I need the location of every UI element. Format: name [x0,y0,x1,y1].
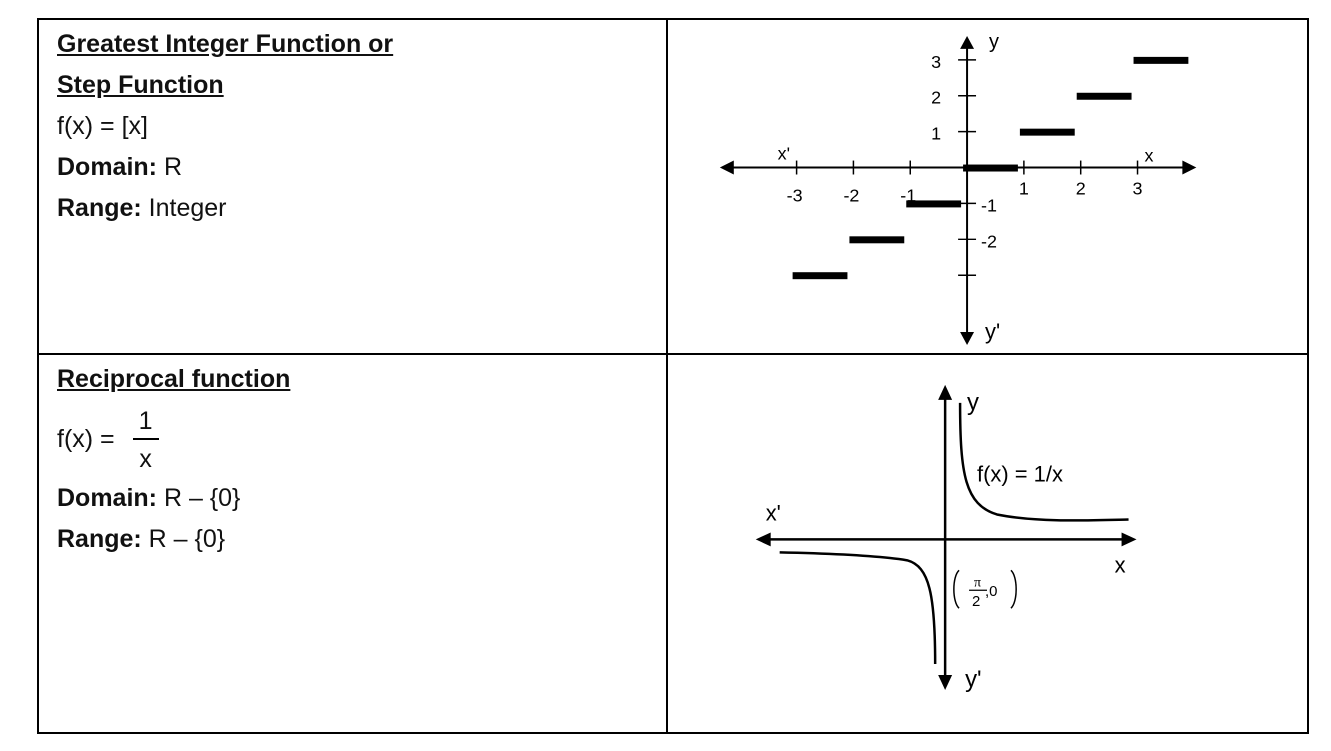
reciprocal-function-text-cell: Reciprocal function f(x) = 1 x Domain: R… [37,352,668,734]
reciprocal-formula-prefix: f(x) = [57,425,115,454]
x-axis-left-arrow-icon [719,160,734,175]
x-axis-right-arrow-icon [1182,160,1197,175]
reciprocal-fraction: 1 x [132,406,159,474]
reciprocal-function-graph: y y' x x' f(x) = 1/x π 2 ,0 [755,384,1137,693]
recip-point-left-paren [953,569,960,609]
recip-curve-negative-branch [779,551,937,664]
reciprocal-fraction-numerator: 1 [132,406,159,440]
row-step-function: Greatest Integer Function or Step Functi… [37,18,1309,355]
step-segment [1019,128,1075,136]
reciprocal-formula: f(x) = 1 x [57,404,666,476]
reciprocal-range: Range: R – {0} [57,519,666,560]
step-segment [963,164,1018,172]
recip-axis-y-neg-label: y' [965,666,982,693]
recip-x-right-arrow-icon [1121,532,1137,547]
recip-y-up-arrow-icon [938,384,953,400]
recip-point-suffix: ,0 [985,583,997,600]
step-axis-y-label: y [989,31,999,53]
step-heading-line2: Step Function [57,71,224,99]
step-function-text-cell: Greatest Integer Function or Step Functi… [37,18,668,355]
y-axis-down-arrow-icon [960,332,975,345]
step-segment [792,272,848,280]
step-range-value: Integer [141,194,227,222]
recip-point-right-paren [1010,569,1017,609]
y-tick-label: 1 [931,124,941,144]
function-table: Greatest Integer Function or Step Functi… [37,18,1309,734]
step-domain-value: R [157,153,182,181]
step-segment [1076,92,1132,100]
y-tick-label: 2 [931,88,941,108]
step-range: Range: Integer [57,188,666,229]
step-axis-y-neg-label: y' [985,319,1000,344]
x-tick-label: -3 [787,185,803,205]
recip-axis-x-label: x [1115,552,1126,577]
x-tick-label: 2 [1076,178,1086,198]
step-axis-x-label: x [1145,146,1154,166]
reciprocal-function-graph-cell: y y' x x' f(x) = 1/x π 2 ,0 [666,352,1309,734]
x-tick-label: -1 [900,185,916,205]
reciprocal-range-label: Range: [57,524,142,553]
step-range-label: Range: [57,194,142,222]
x-tick-label: -2 [843,185,859,205]
y-tick-label: -2 [981,231,997,251]
step-segment [1133,56,1189,64]
recip-axis-y-label: y [967,389,979,416]
step-formula: f(x) = [x] [57,112,148,140]
recip-point-annotation: π 2 ,0 [953,569,1017,610]
step-heading-line1: Greatest Integer Function or [57,30,394,58]
reciprocal-heading: Reciprocal function [57,364,291,393]
step-domain-label: Domain: [57,153,157,181]
y-tick-label: -1 [981,195,997,215]
recip-axis-x-neg-label: x' [766,500,781,525]
step-axis-x-neg-label: x' [778,144,790,164]
recip-x-left-arrow-icon [755,532,771,547]
x-tick-label: 1 [1019,178,1029,198]
recip-curve-positive-branch [958,402,1129,522]
x-tick-label: 3 [1133,178,1143,198]
recip-y-down-arrow-icon [938,674,953,690]
y-tick-label: 3 [931,52,941,72]
y-axis-up-arrow-icon [960,35,975,49]
recip-curve-label: f(x) = 1/x [977,462,1063,487]
step-function-graph: -3 -2 -1 1 2 3 3 2 1 -1 -2 y y' x x' [719,31,1197,345]
row-reciprocal-function: Reciprocal function f(x) = 1 x Domain: R… [37,352,1309,734]
reciprocal-domain-label: Domain: [57,483,157,512]
step-segment [906,200,962,208]
recip-point-numerator: π [974,575,981,590]
reciprocal-domain-value: R – {0} [157,483,241,512]
step-segment [849,236,905,244]
reciprocal-domain: Domain: R – {0} [57,478,666,519]
step-domain: Domain: R [57,147,666,188]
recip-point-denominator: 2 [972,593,980,610]
step-function-graph-cell: -3 -2 -1 1 2 3 3 2 1 -1 -2 y y' x x' [666,18,1309,355]
reciprocal-fraction-denominator: x [139,444,152,473]
reciprocal-range-value: R – {0} [141,524,226,553]
